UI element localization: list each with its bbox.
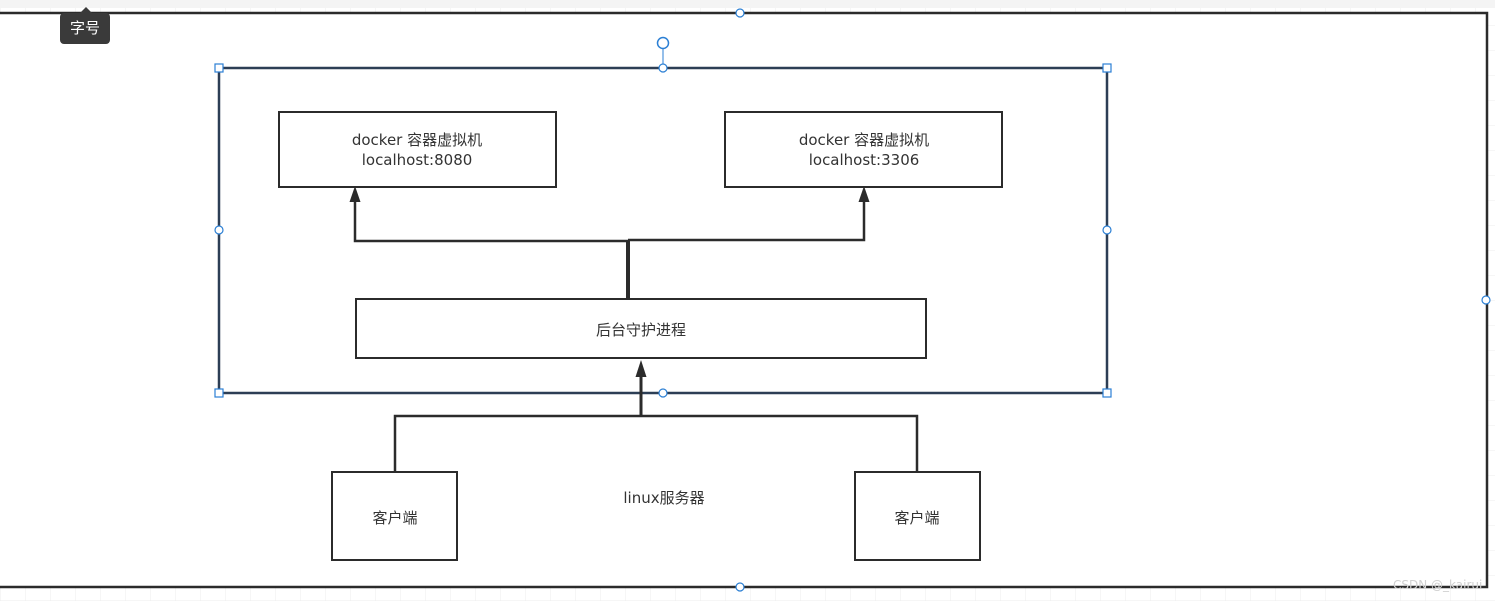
selection-handle-bottom[interactable] [658, 388, 668, 398]
outer-handle-bottom[interactable] [735, 582, 745, 592]
daemon-box[interactable] [355, 298, 927, 359]
daemon-label: 后台守护进程 [596, 321, 686, 339]
selection-handle-right[interactable] [1102, 225, 1112, 235]
docker-vm-box-2[interactable] [724, 111, 1003, 188]
client-1-label: 客户端 [372, 509, 417, 527]
outer-handle-right[interactable] [1481, 295, 1491, 305]
client-2-label: 客户端 [894, 509, 939, 527]
font-size-tooltip: 字号 [60, 7, 110, 44]
selection-handle-top-left[interactable] [214, 63, 224, 73]
client-box-1[interactable] [331, 471, 458, 561]
top-ruler [0, 0, 1495, 8]
arrowhead-vm-2 [858, 186, 870, 202]
connector-from-client-1 [393, 414, 641, 472]
selection-handle-top[interactable] [658, 63, 668, 73]
selection-handle-left[interactable] [214, 225, 224, 235]
selection-handle-top-right[interactable] [1102, 63, 1112, 73]
connector-to-vm-2 [628, 200, 866, 242]
selection-handle-bottom-right[interactable] [1102, 388, 1112, 398]
tooltip-label: 字号 [69, 19, 100, 37]
selection-handle-bottom-left[interactable] [214, 388, 224, 398]
docker-vm-1-address: localhost:8080 [362, 151, 473, 169]
docker-vm-2-address: localhost:3306 [809, 151, 920, 169]
arrowhead-vm-1 [349, 186, 361, 202]
outer-handle-top[interactable] [735, 8, 745, 18]
connector-from-client-2 [641, 414, 919, 472]
watermark: CSDN @_kairui [1393, 578, 1483, 592]
docker-vm-2-title: docker 容器虚拟机 [799, 131, 929, 149]
linux-server-label: linux服务器 [623, 489, 704, 507]
client-box-2[interactable] [854, 471, 981, 561]
arrowhead-daemon [635, 360, 647, 377]
docker-vm-box-1[interactable] [278, 111, 557, 188]
docker-vm-1-title: docker 容器虚拟机 [352, 131, 482, 149]
connector-to-vm-1 [353, 200, 628, 243]
rotation-handle[interactable] [656, 36, 670, 50]
